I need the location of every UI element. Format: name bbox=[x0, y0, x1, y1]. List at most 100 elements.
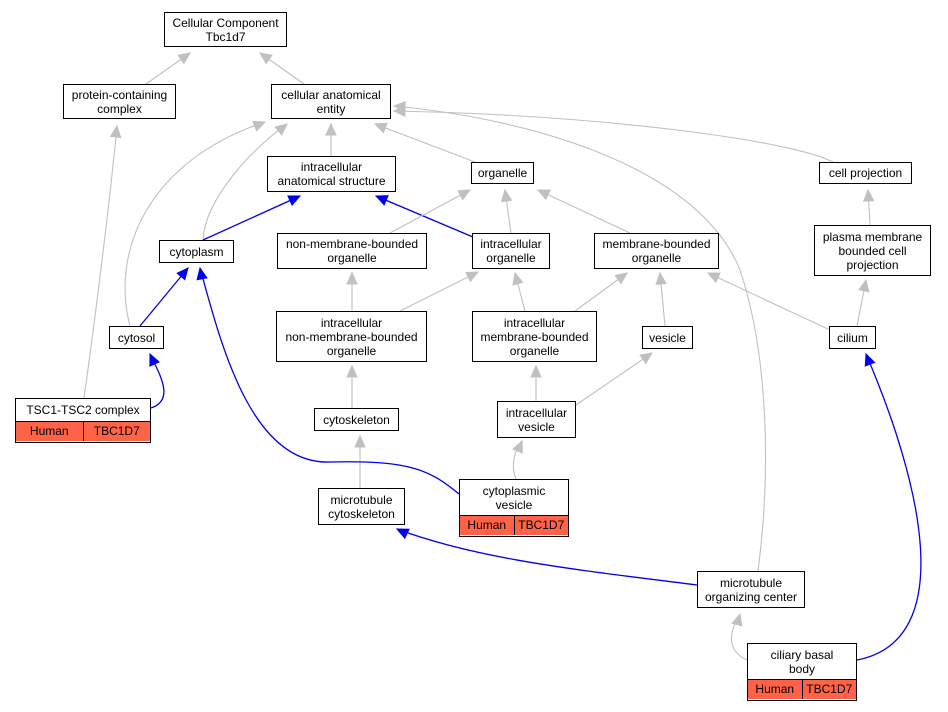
edge-ias-to-cae-arrowhead bbox=[325, 122, 337, 136]
edge-cves-to-cytoplasm bbox=[196, 266, 460, 495]
edge-imbo-to-io-arrowhead bbox=[512, 271, 524, 286]
edge-cves-to-ivesicle bbox=[512, 439, 523, 480]
node-vesicle[interactable]: vesicle bbox=[642, 326, 693, 349]
edge-ivesicle-to-imbo-arrowhead bbox=[530, 364, 542, 378]
edge-pmbcp-to-cell-projection bbox=[862, 188, 875, 226]
edge-cilium-to-mbo bbox=[706, 272, 831, 331]
edge-cbb-to-mtoc bbox=[730, 612, 748, 661]
edge-cytoplasm-to-cae-line bbox=[202, 123, 288, 241]
edge-pmbcp-to-cell-projection-arrowhead bbox=[862, 188, 875, 202]
node-cell-projection[interactable]: cell projection bbox=[819, 162, 912, 184]
node-intracellular-vesicle[interactable]: intracellular vesicle bbox=[497, 401, 576, 438]
node-cytosol[interactable]: cytosol bbox=[109, 326, 164, 349]
edge-io-to-ias-arrowhead bbox=[374, 195, 389, 206]
node-cytoplasmic-vesicle[interactable]: cytoplasmic vesicle Human TBC1D7 bbox=[459, 479, 569, 537]
edge-io-to-ias bbox=[374, 195, 481, 241]
species-cell: Human bbox=[16, 422, 83, 441]
edge-tsc-to-cytosol-arrowhead bbox=[149, 352, 160, 367]
edge-nmbo-to-organelle bbox=[389, 189, 472, 234]
species-cell: Human bbox=[748, 680, 802, 699]
edge-tsc-to-protein-complex-arrowhead bbox=[109, 124, 122, 139]
edge-inmbo-to-io-line bbox=[399, 271, 479, 312]
edge-cilium-to-mbo-line bbox=[707, 272, 831, 331]
edge-cytosol-to-cytoplasm-line bbox=[139, 267, 189, 327]
edge-io-to-ias-line bbox=[375, 195, 481, 241]
annotation-row: Human TBC1D7 bbox=[748, 679, 856, 699]
edge-io-to-organelle bbox=[500, 188, 513, 234]
edge-mbo-to-organelle-arrowhead bbox=[536, 189, 551, 201]
edge-cytosol-to-cae-line bbox=[124, 121, 266, 327]
edge-cilium-to-pmbcp-arrowhead bbox=[858, 278, 870, 293]
edge-cell-projection-to-cae-arrowhead bbox=[392, 105, 406, 117]
edge-cytosol-to-cae-arrowhead bbox=[252, 120, 267, 132]
node-intracellular-organelle[interactable]: intracellular organelle bbox=[472, 233, 550, 269]
node-cytoplasm[interactable]: cytoplasm bbox=[159, 240, 234, 263]
node-intracellular-anatomical-structure[interactable]: intracellular anatomical structure bbox=[267, 156, 396, 192]
edge-cytoplasm-to-ias-line bbox=[202, 195, 301, 241]
edge-cytoplasm-to-ias bbox=[202, 195, 302, 241]
edge-ivesicle-to-imbo bbox=[530, 364, 542, 401]
annotation-row: Human TBC1D7 bbox=[16, 421, 150, 441]
edge-nmbo-to-organelle-arrowhead bbox=[457, 189, 472, 201]
node-tsc1-tsc2-complex[interactable]: TSC1-TSC2 complex Human TBC1D7 bbox=[15, 398, 151, 443]
edge-tsc-to-protein-complex bbox=[83, 124, 122, 399]
edge-inmbo-to-nmbo-arrowhead bbox=[346, 271, 358, 285]
node-intracellular-membrane-bounded-organelle[interactable]: intracellular membrane-bounded organelle bbox=[472, 311, 597, 362]
edge-cbb-to-cilium bbox=[856, 352, 922, 661]
node-cilium[interactable]: cilium bbox=[829, 326, 876, 349]
node-label: ciliary basal body bbox=[770, 647, 834, 676]
node-protein-containing-complex[interactable]: protein-containing complex bbox=[63, 84, 176, 119]
node-membrane-bounded-organelle[interactable]: membrane-bounded organelle bbox=[594, 233, 719, 269]
node-label: TSC1-TSC2 complex bbox=[26, 403, 140, 417]
node-microtubule-organizing-center[interactable]: microtubule organizing center bbox=[697, 571, 805, 608]
edge-inmbo-to-io-arrowhead bbox=[465, 271, 480, 283]
edge-inmbo-to-io bbox=[399, 271, 480, 312]
edge-imbo-to-mbo bbox=[574, 272, 628, 312]
node-intracellular-non-membrane-bounded-organelle[interactable]: intracellular non-membrane-bounded organ… bbox=[276, 311, 427, 362]
edge-ivesicle-to-vesicle bbox=[575, 352, 653, 406]
edge-organelle-to-cae-line bbox=[374, 123, 476, 163]
edge-mbo-to-organelle bbox=[536, 189, 631, 234]
edge-mtoc-to-mt-cyto-arrowhead bbox=[395, 528, 410, 540]
edge-cbb-to-cilium-arrowhead bbox=[864, 352, 876, 367]
edge-nmbo-to-organelle-line bbox=[389, 189, 471, 234]
edge-cytosol-to-cytoplasm bbox=[139, 267, 189, 327]
edge-inmbo-to-nmbo bbox=[346, 271, 358, 311]
node-organelle[interactable]: organelle bbox=[471, 162, 534, 184]
edge-io-to-organelle-arrowhead bbox=[500, 188, 513, 203]
node-non-membrane-bounded-organelle[interactable]: non-membrane-bounded organelle bbox=[277, 233, 427, 269]
edge-cell-projection-to-cae-line bbox=[393, 110, 834, 163]
edge-cae-to-root-arrowhead bbox=[259, 52, 273, 65]
edge-mtoc-to-cae-line bbox=[393, 105, 767, 572]
edge-tsc-to-protein-complex-line bbox=[83, 125, 118, 399]
edge-protein-complex-to-root-arrowhead bbox=[177, 52, 191, 65]
edge-organelle-to-cae bbox=[373, 122, 476, 163]
edge-organelle-to-cae-arrowhead bbox=[373, 122, 388, 134]
edge-cae-to-root bbox=[259, 52, 305, 85]
edge-vesicle-to-mbo bbox=[655, 271, 667, 327]
node-ciliary-basal-body[interactable]: ciliary basal body Human TBC1D7 bbox=[747, 643, 857, 701]
edge-ias-to-cae bbox=[325, 122, 337, 156]
gene-cell: TBC1D7 bbox=[513, 516, 568, 535]
edge-mtoc-to-mt-cyto bbox=[395, 528, 698, 586]
edge-cilium-to-pmbcp bbox=[856, 278, 870, 327]
species-cell: Human bbox=[460, 516, 514, 535]
node-microtubule-cytoskeleton[interactable]: microtubule cytoskeleton bbox=[318, 488, 405, 525]
node-plasma-membrane-bounded-cell-projection[interactable]: plasma membrane bounded cell projection bbox=[814, 225, 931, 276]
edge-cell-projection-to-cae bbox=[392, 105, 834, 163]
node-cytoskeleton[interactable]: cytoskeleton bbox=[314, 408, 399, 431]
edge-ivesicle-to-vesicle-line bbox=[575, 352, 653, 406]
edge-imbo-to-io bbox=[512, 271, 526, 312]
node-cellular-component-root[interactable]: Cellular Component Tbc1d7 bbox=[164, 12, 287, 47]
edge-ivesicle-to-vesicle-arrowhead bbox=[639, 352, 653, 365]
edge-cytosol-to-cae bbox=[124, 120, 267, 327]
edge-vesicle-to-mbo-arrowhead bbox=[655, 271, 667, 285]
edge-cilium-to-mbo-arrowhead bbox=[706, 272, 721, 284]
edge-cytoplasm-to-ias-arrowhead bbox=[287, 195, 302, 207]
edge-cytoplasm-to-cae bbox=[202, 123, 288, 241]
edge-cytoskeleton-to-inmbo bbox=[346, 364, 358, 408]
annotation-row: Human TBC1D7 bbox=[460, 515, 568, 535]
node-cellular-anatomical-entity[interactable]: cellular anatomical entity bbox=[271, 84, 391, 119]
